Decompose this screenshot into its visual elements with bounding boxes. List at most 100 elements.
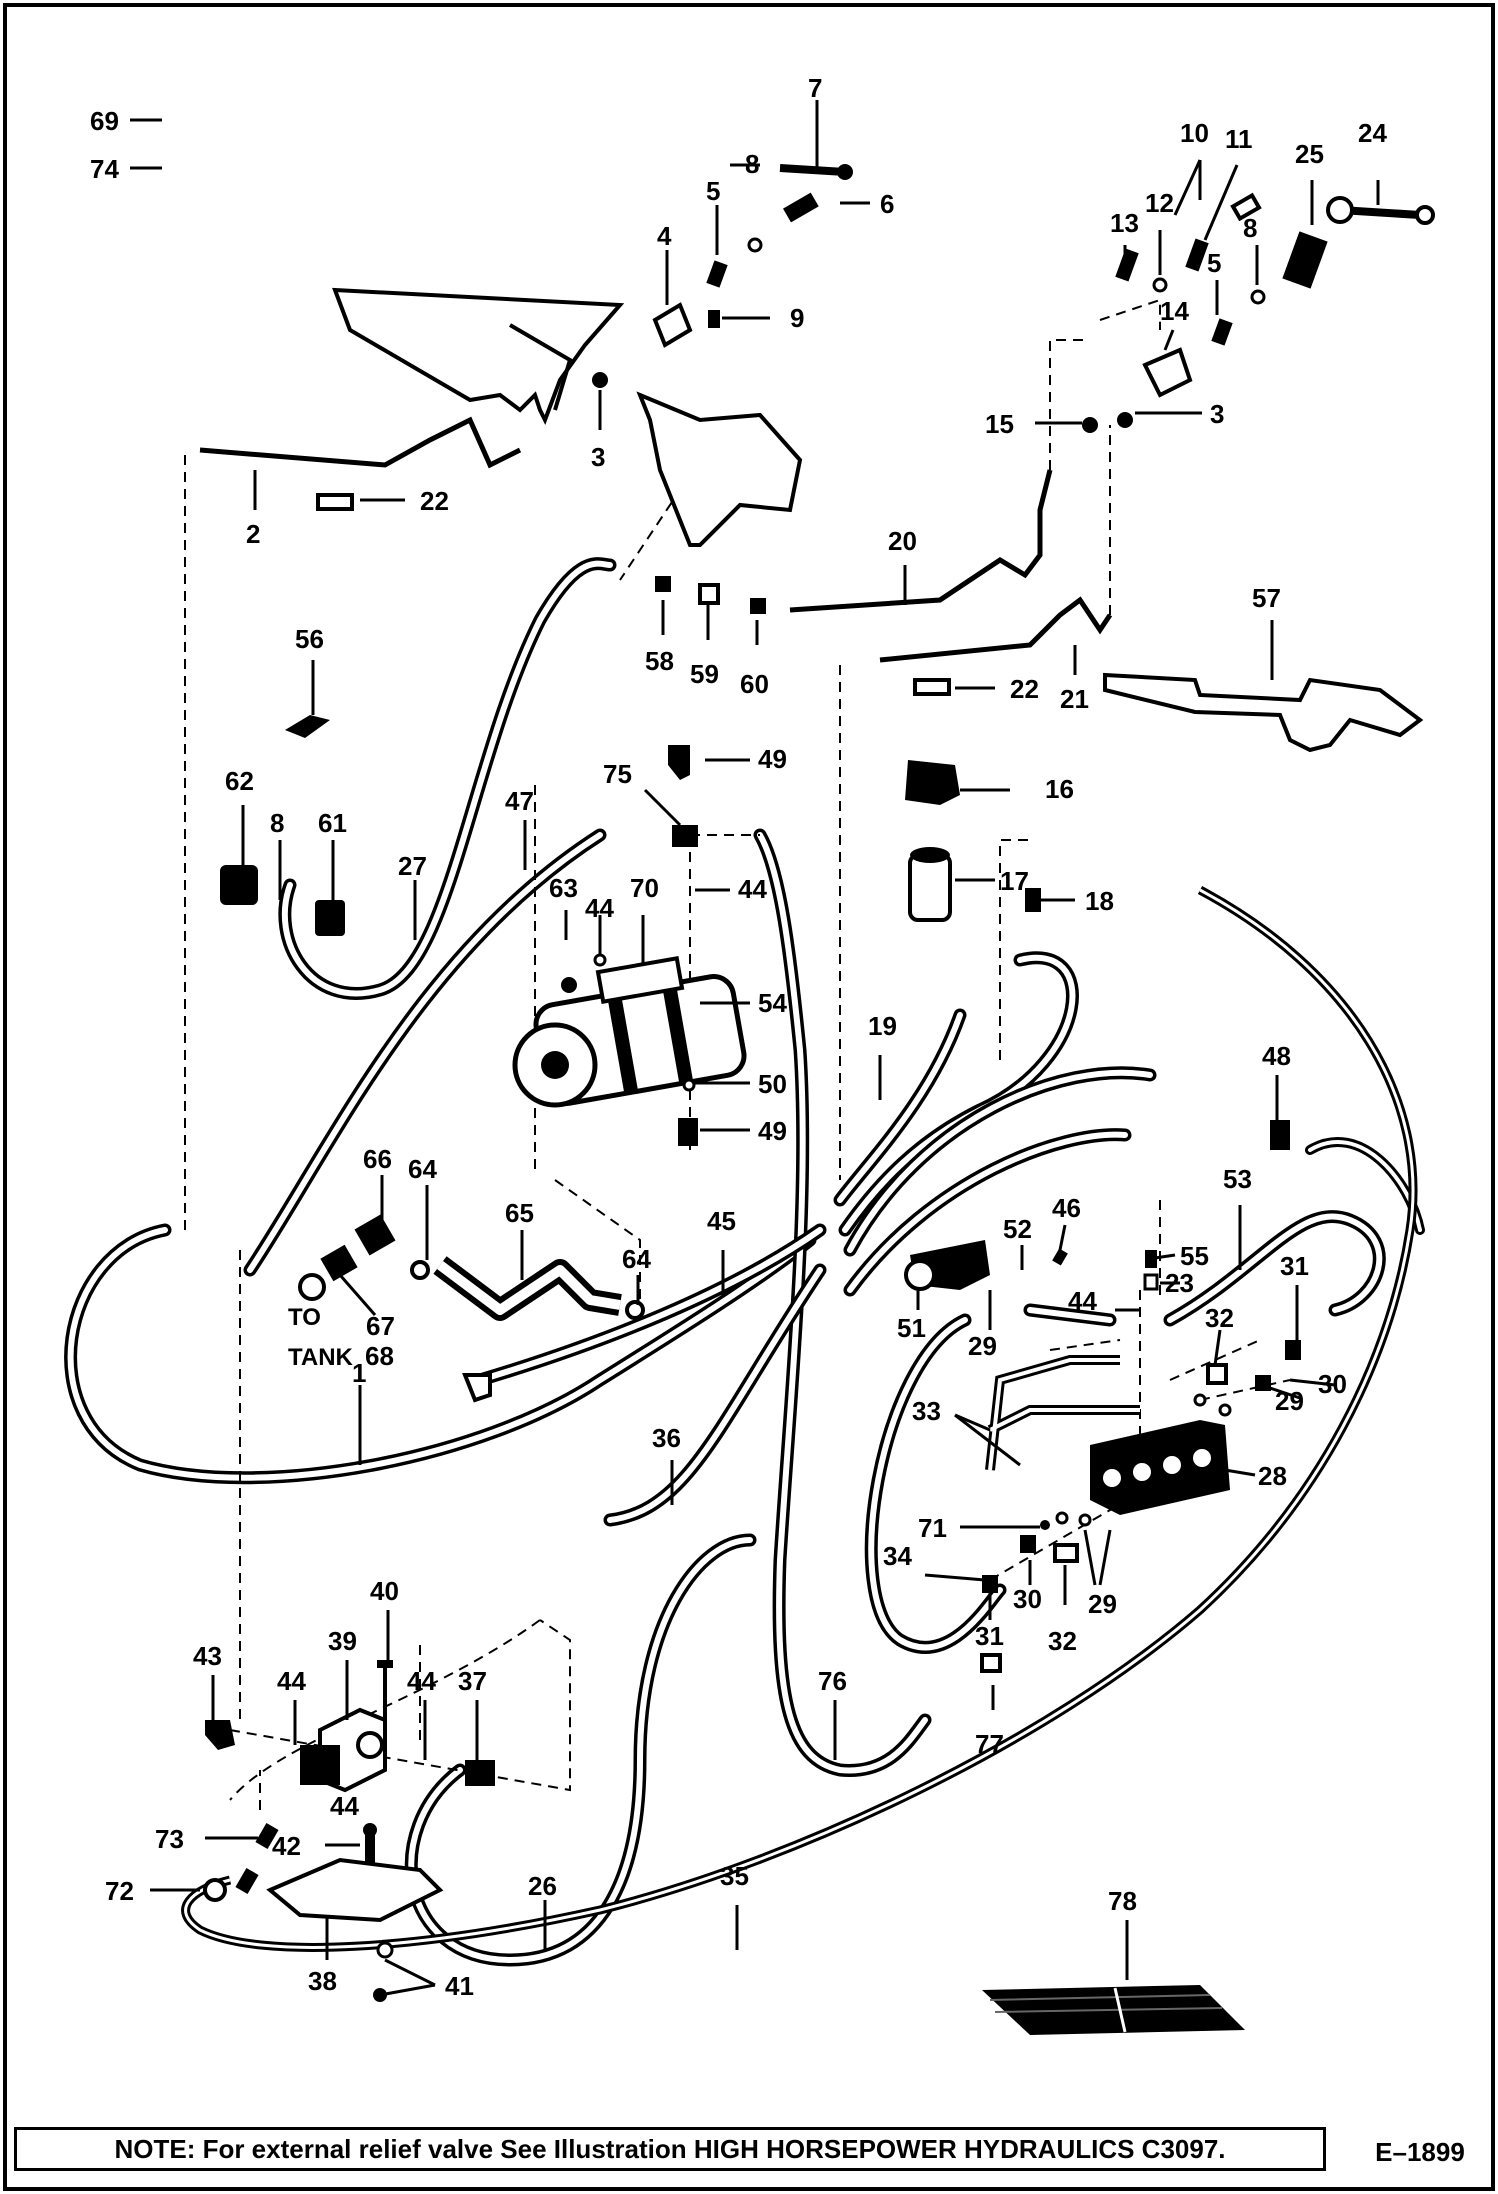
callout: 22 xyxy=(420,486,449,516)
callout: 73 xyxy=(155,1824,184,1854)
hoses xyxy=(64,557,1425,1967)
filter-head-16 xyxy=(905,760,960,805)
callout: 8 xyxy=(745,149,759,179)
callout: 30 xyxy=(1013,1584,1042,1614)
callout: 57 xyxy=(1252,583,1281,613)
callout: 55 xyxy=(1180,1241,1209,1271)
callout: 77 xyxy=(975,1729,1004,1759)
tank-label-line1: TO xyxy=(288,1304,321,1331)
clip-22b xyxy=(913,678,951,696)
callout: 36 xyxy=(652,1423,681,1453)
callout: 29 xyxy=(1275,1386,1304,1416)
callout: 7 xyxy=(808,73,822,103)
callout: 46 xyxy=(1052,1193,1081,1223)
callout: 58 xyxy=(645,646,674,676)
callout: 2 xyxy=(246,519,260,549)
callout: 12 xyxy=(1145,188,1174,218)
callout: 66 xyxy=(363,1144,392,1174)
callout: 42 xyxy=(272,1831,301,1861)
callout: 64 xyxy=(408,1154,437,1184)
tube-20 xyxy=(789,469,1053,613)
filter-17 xyxy=(908,853,952,922)
callout: 74 xyxy=(90,154,119,184)
callout: 72 xyxy=(105,1876,134,1906)
callout: 21 xyxy=(1060,684,1089,714)
callout: 11 xyxy=(1225,124,1253,154)
callout: 67 xyxy=(366,1311,395,1341)
control-tower xyxy=(636,391,803,547)
callout: 53 xyxy=(1223,1164,1252,1194)
outer-frame xyxy=(3,3,1495,2191)
callout: 61 xyxy=(318,808,347,838)
callout: 44 xyxy=(330,1791,359,1821)
callout: 30 xyxy=(1318,1369,1347,1399)
callout: 6 xyxy=(880,189,894,219)
callout: 31 xyxy=(1280,1251,1309,1281)
handle-7 xyxy=(779,164,846,176)
callout: 41 xyxy=(445,1971,474,2001)
block-14 xyxy=(1142,347,1193,398)
callout: 18 xyxy=(1085,886,1114,916)
callout: 9 xyxy=(790,303,804,333)
bracket-panel xyxy=(332,287,625,425)
fitting-37 xyxy=(465,1760,495,1786)
callout: 33 xyxy=(912,1396,941,1426)
callout: 64 xyxy=(622,1244,651,1274)
callout: 70 xyxy=(630,873,659,903)
elbow-49b xyxy=(678,1118,698,1146)
fitting-67 xyxy=(320,1244,358,1282)
callout: 15 xyxy=(985,409,1014,439)
callout: 24 xyxy=(1358,118,1387,148)
callout: 78 xyxy=(1108,1886,1137,1916)
pump-54 xyxy=(512,955,747,1108)
callout: 23 xyxy=(1165,1268,1194,1298)
callout: 50 xyxy=(758,1069,787,1099)
callout: 1 xyxy=(352,1358,366,1388)
callout: 62 xyxy=(225,766,254,796)
callout-leaders xyxy=(130,100,1380,1997)
callout: 20 xyxy=(888,526,917,556)
callout: 4 xyxy=(657,221,672,251)
callout: 29 xyxy=(968,1331,997,1361)
callout: 25 xyxy=(1295,139,1324,169)
hose-75-vertical xyxy=(753,828,932,1777)
callout: 14 xyxy=(1160,296,1189,326)
callout: 44 xyxy=(1068,1286,1097,1316)
parts xyxy=(203,164,1435,2035)
control-valve-28 xyxy=(1090,1420,1230,1515)
callout: 49 xyxy=(758,1116,787,1146)
callout: 56 xyxy=(295,624,324,654)
callout: 8 xyxy=(270,808,284,838)
callout: 16 xyxy=(1045,774,1074,804)
callout: 44 xyxy=(585,893,614,923)
tubes xyxy=(181,416,1418,1952)
callout: 60 xyxy=(740,669,769,699)
callout: 49 xyxy=(758,744,787,774)
callout: 68 xyxy=(365,1341,394,1371)
figure-id: E–1899 xyxy=(1375,2136,1465,2167)
callout: 5 xyxy=(1207,248,1221,278)
footer-note: NOTE: For external relief valve See Illu… xyxy=(14,2127,1326,2171)
callout: 44 xyxy=(277,1666,306,1696)
fitting-5a xyxy=(706,260,728,288)
callout: 45 xyxy=(707,1206,736,1236)
callout: 26 xyxy=(528,1871,557,1901)
callout: 17 xyxy=(1000,866,1029,896)
floor-mat-78 xyxy=(982,1985,1245,2035)
bracket-57 xyxy=(1103,672,1424,753)
callout: 27 xyxy=(398,851,427,881)
callout: 54 xyxy=(758,988,787,1018)
callout: 43 xyxy=(193,1641,222,1671)
callout: 76 xyxy=(818,1666,847,1696)
callout: 39 xyxy=(328,1626,357,1656)
fitting-61 xyxy=(315,900,345,936)
callout: 29 xyxy=(1088,1589,1117,1619)
callout: 44 xyxy=(738,874,767,904)
callout: 59 xyxy=(690,659,719,689)
plate-56 xyxy=(285,715,330,738)
callout: 65 xyxy=(505,1198,534,1228)
callout: 48 xyxy=(1262,1041,1291,1071)
callout: 5 xyxy=(706,176,720,206)
